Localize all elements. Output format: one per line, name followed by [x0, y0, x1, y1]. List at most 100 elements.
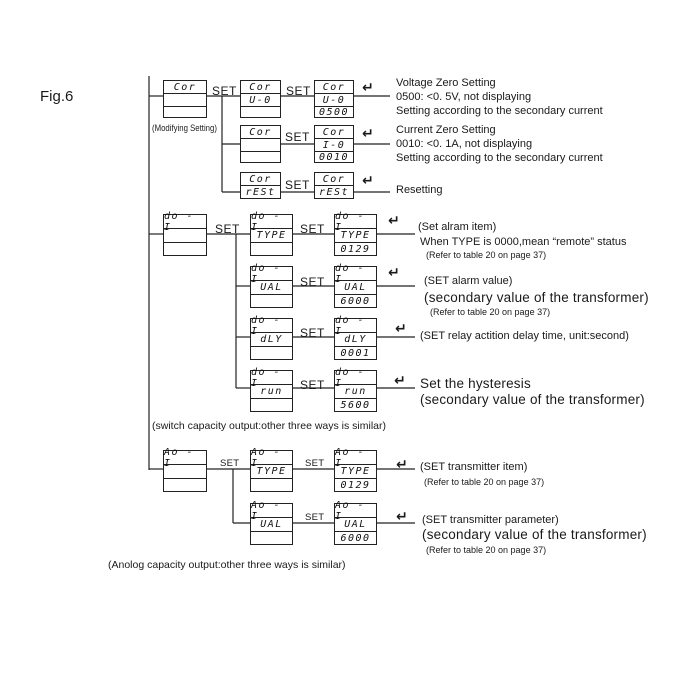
- transmitter-parameter-display-2: Ao - I UAL 6000: [334, 499, 377, 545]
- do-root-top: do - I: [164, 210, 195, 233]
- return-arrow-icon: ↵: [362, 79, 374, 95]
- alarm-value-display-2-top: do - I: [335, 262, 366, 285]
- current-zero-display-1-top: Cor: [249, 126, 272, 138]
- alarm-value-desc-3: (Refer to table 20 on page 37): [430, 307, 551, 317]
- transmitter-parameter-desc-3: (Refer to table 20 on page 37): [426, 545, 547, 555]
- voltage-zero-desc-3: Setting according to the secondary curre…: [396, 105, 603, 117]
- set-label: SET: [212, 84, 237, 98]
- voltage-zero-desc-1: Voltage Zero Setting: [396, 77, 496, 89]
- current-zero-display-2-top: Cor: [322, 126, 346, 138]
- alarm-value-display-2-bot: 6000: [340, 296, 371, 307]
- hysteresis-display-2-mid: run: [344, 386, 367, 397]
- transmitter-parameter-desc-2: (secondary value of the transformer): [422, 527, 647, 542]
- cor-root-bot: [164, 107, 206, 118]
- return-arrow-icon: ↵: [388, 212, 400, 228]
- voltage-zero-display-2-bot: 0500: [318, 107, 350, 118]
- alarm-item-desc-1: (Set alram item): [418, 221, 497, 233]
- set-label: SET: [285, 130, 310, 144]
- transmitter-item-display-2-top: Ao - I: [335, 446, 366, 469]
- reset-display-1: Cor rESt: [240, 172, 281, 199]
- set-label: SET: [285, 178, 310, 192]
- transmitter-parameter-desc-1: (SET transmitter parameter): [422, 514, 559, 526]
- ao-root-top: Ao - I: [164, 446, 195, 469]
- hysteresis-display-1-top: do - I: [251, 366, 282, 389]
- return-arrow-icon: ↵: [362, 125, 374, 141]
- set-label: SET: [215, 222, 240, 236]
- delay-time-display-1-mid: dLY: [260, 334, 283, 345]
- alarm-item-display-1-top: do - I: [251, 210, 282, 233]
- alarm-value-display-2: do - I UAL 6000: [334, 262, 377, 308]
- current-zero-desc-3: Setting according to the secondary curre…: [396, 152, 603, 164]
- hysteresis-desc-2: (secondary value of the transformer): [420, 392, 645, 407]
- do-root-display: do - I: [163, 210, 207, 256]
- transmitter-item-desc-1: (SET transmitter item): [420, 461, 528, 473]
- alarm-item-display-2: do - I TYPE 0129: [334, 210, 377, 256]
- alarm-item-display-1-mid: TYPE: [256, 230, 287, 241]
- set-label: SET: [305, 458, 325, 469]
- alarm-item-desc-2: When TYPE is 0000,mean “remote” status: [420, 236, 627, 248]
- alarm-item-display-1: do - I TYPE: [250, 210, 293, 256]
- delay-time-display-1: do - I dLY: [250, 314, 293, 360]
- ao-note: (Anolog capacity output:other three ways…: [108, 559, 346, 571]
- voltage-zero-display-1-top: Cor: [249, 81, 272, 93]
- reset-display-2-top: Cor: [322, 173, 346, 185]
- return-arrow-icon: ↵: [394, 372, 406, 388]
- transmitter-item-display-1-top: Ao - I: [251, 446, 282, 469]
- set-label: SET: [305, 512, 325, 523]
- reset-desc-1: Resetting: [396, 184, 443, 196]
- transmitter-parameter-display-2-bot: 6000: [340, 533, 371, 544]
- reset-display-2-mid: rESt: [318, 186, 350, 198]
- alarm-item-desc-3: (Refer to table 20 on page 37): [426, 250, 547, 260]
- set-label: SET: [286, 84, 311, 98]
- set-label: SET: [300, 222, 325, 236]
- set-label: SET: [220, 458, 240, 469]
- return-arrow-icon: ↵: [396, 508, 408, 524]
- cor-root-top: Cor: [173, 81, 197, 93]
- current-zero-display-1: Cor: [240, 125, 281, 163]
- current-zero-display-1-mid: [241, 139, 280, 151]
- voltage-zero-display-2-top: Cor: [322, 81, 346, 93]
- transmitter-parameter-display-2-mid: UAL: [344, 519, 367, 530]
- transmitter-item-display-1: Ao - I TYPE: [250, 446, 293, 492]
- set-label: SET: [300, 378, 325, 392]
- transmitter-parameter-display-1-mid: UAL: [260, 519, 283, 530]
- current-zero-desc-1: Current Zero Setting: [396, 124, 496, 136]
- transmitter-parameter-display-2-top: Ao - I: [335, 499, 366, 522]
- do-note: (switch capacity output:other three ways…: [152, 420, 386, 432]
- return-arrow-icon: ↵: [362, 172, 374, 188]
- transmitter-parameter-display-1: Ao - I UAL: [250, 499, 293, 545]
- delay-time-desc-1: (SET relay actition delay time, unit:sec…: [420, 330, 629, 342]
- reset-display-1-mid: rESt: [245, 186, 276, 198]
- voltage-zero-display-1-mid: U-0: [249, 94, 272, 106]
- set-label: SET: [300, 275, 325, 289]
- do-root-mid: [164, 229, 206, 242]
- delay-time-display-2-mid: dLY: [344, 334, 367, 345]
- ao-root-mid: [164, 465, 206, 478]
- current-zero-display-2: Cor I-0 0010: [314, 125, 354, 163]
- hysteresis-display-1: do - I run: [250, 366, 293, 412]
- transmitter-item-desc-2: (Refer to table 20 on page 37): [424, 477, 545, 487]
- hysteresis-display-2: do - I run 5600: [334, 366, 377, 412]
- hysteresis-display-2-bot: 5600: [340, 400, 371, 411]
- transmitter-item-display-2-bot: 0129: [340, 480, 371, 491]
- alarm-item-display-2-top: do - I: [335, 210, 366, 233]
- return-arrow-icon: ↵: [388, 264, 400, 280]
- voltage-zero-display-2: Cor U-0 0500: [314, 80, 354, 118]
- reset-display-2: Cor rESt: [314, 172, 354, 199]
- alarm-value-desc-2: (secondary value of the transformer): [424, 290, 649, 305]
- voltage-zero-display-1: Cor U-0: [240, 80, 281, 118]
- transmitter-item-display-2-mid: TYPE: [340, 466, 371, 477]
- alarm-value-display-1-top: do - I: [251, 262, 282, 285]
- voltage-zero-desc-2: 0500: <0. 5V, not displaying: [396, 91, 532, 103]
- delay-time-display-2-bot: 0001: [340, 348, 371, 359]
- transmitter-item-display-1-mid: TYPE: [256, 466, 287, 477]
- delay-time-display-1-top: do - I: [251, 314, 282, 337]
- hysteresis-desc-1: Set the hysteresis: [420, 376, 531, 391]
- alarm-item-display-2-mid: TYPE: [340, 230, 371, 241]
- hysteresis-display-1-mid: run: [260, 386, 283, 397]
- hysteresis-display-2-top: do - I: [335, 366, 366, 389]
- alarm-value-display-2-mid: UAL: [344, 282, 367, 293]
- transmitter-parameter-display-1-top: Ao - I: [251, 499, 282, 522]
